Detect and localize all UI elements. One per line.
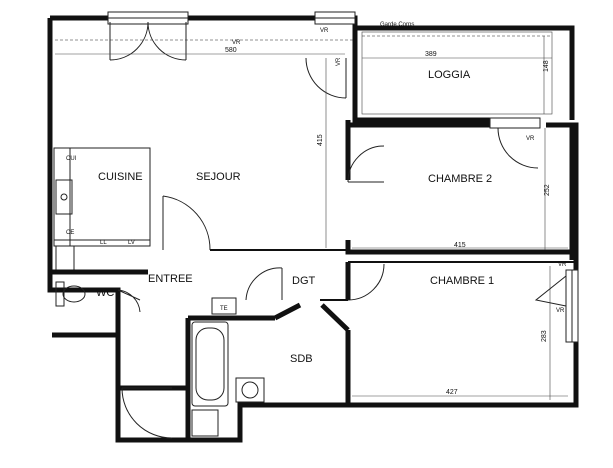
dim-389: 389: [425, 51, 437, 58]
window-chambre2: [489, 117, 541, 129]
dim-148: 148: [543, 60, 550, 72]
door-chambre2: [347, 145, 385, 183]
kitchen-sink-drain: [60, 193, 68, 201]
bathtub-inner: [195, 327, 225, 401]
vr-label-chambre1-b: VR: [556, 308, 565, 314]
vr-label-top: VR: [232, 40, 241, 46]
dgt-label: DGT: [292, 275, 316, 287]
dim-415-h: 415: [454, 242, 466, 249]
door-chambre1: [347, 263, 385, 301]
window-swing-chambre2: [497, 127, 539, 169]
sejour-label: SEJOUR: [196, 171, 241, 183]
chambre1-label: CHAMBRE 1: [430, 275, 494, 287]
french-door-top: [109, 21, 187, 61]
lv-label: LV: [128, 240, 135, 246]
te-label: TE: [220, 306, 228, 312]
ce-label: CE: [66, 230, 74, 236]
outer-wall-main: [47, 15, 358, 438]
door-dgt-sdb: [245, 267, 283, 301]
kitchen-sink: [55, 179, 73, 215]
wc-tank: [55, 281, 65, 307]
cui-label: CUI: [66, 156, 77, 162]
dim-415-v: 415: [317, 134, 324, 146]
garde-corps-label: Garde Corps: [380, 22, 414, 28]
sink-sdb: [235, 377, 265, 403]
loggia-outline: [361, 31, 553, 115]
bathtub: [191, 321, 229, 407]
vr-label-top-right: VR: [320, 28, 329, 34]
sdb-label: SDB: [290, 353, 313, 365]
wc-toilet: [62, 285, 86, 303]
wc-label: WC: [96, 287, 114, 299]
entree-label: ENTREE: [148, 273, 193, 285]
cuisine-label: CUISINE: [98, 171, 143, 183]
wc-door: [117, 289, 141, 313]
wall-sejour-chambres: [345, 120, 575, 260]
wall-chambre2-right: [546, 122, 575, 260]
window-swing-chambre1: [534, 275, 567, 307]
entrance-door: [121, 387, 173, 439]
te-box: [211, 297, 237, 315]
loggia-label: LOGGIA: [428, 69, 471, 81]
sdb-washer: [191, 409, 219, 437]
sink-sdb-basin: [241, 381, 259, 399]
dim-580: 580: [225, 47, 237, 54]
dim-252: 252: [544, 184, 551, 196]
kitchen-counter: [53, 147, 151, 247]
vr-label-loggia: VR: [336, 57, 342, 66]
dim-427: 427: [446, 389, 458, 396]
wall-chambre2-chambre1: [348, 251, 576, 263]
door-sejour: [162, 195, 211, 251]
loggia-door: [305, 57, 347, 99]
vr-label-chambre1: VR: [558, 262, 567, 268]
dim-283: 283: [541, 330, 548, 342]
vr-label-chambre2: VR: [526, 136, 535, 142]
kitchen-appliance: [55, 245, 75, 271]
ll-label: LL: [100, 240, 107, 246]
wall-sdb: [185, 302, 350, 440]
chambre2-label: CHAMBRE 2: [428, 173, 492, 185]
